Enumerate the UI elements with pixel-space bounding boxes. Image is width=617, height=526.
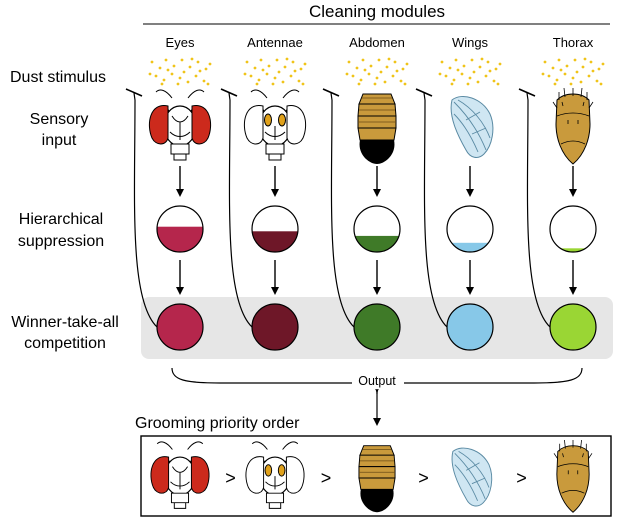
suppression-circle-thorax bbox=[549, 205, 597, 253]
row-label-suppression-line-2: suppression bbox=[18, 233, 104, 250]
diagram-title: Cleaning modules bbox=[309, 2, 445, 21]
inhibition-bar-wings bbox=[415, 88, 433, 97]
suppression-circle-wings bbox=[446, 205, 494, 253]
competition-circle-thorax bbox=[549, 303, 597, 351]
dust-stimulus-wings bbox=[438, 57, 502, 86]
inhibition-line-thorax bbox=[526, 92, 551, 328]
module-column-eyes: Eyes bbox=[125, 35, 212, 351]
priority-separator: > bbox=[516, 468, 527, 488]
suppression-circle-eyes bbox=[156, 205, 204, 253]
module-column-thorax: Thorax bbox=[518, 35, 605, 351]
inhibition-bar-thorax bbox=[518, 88, 536, 97]
module-column-abdomen: Abdomen bbox=[322, 35, 409, 351]
fly-abdomen-icon bbox=[358, 445, 396, 513]
suppression-fill-thorax bbox=[550, 248, 596, 252]
row-label-suppression-line-1: Hierarchical bbox=[19, 211, 103, 228]
competition-circle-antennae bbox=[251, 303, 299, 351]
dust-stimulus-abdomen bbox=[345, 57, 409, 86]
module-column-wings: Wings bbox=[415, 35, 502, 351]
row-label-competition-line-2: competition bbox=[24, 335, 106, 352]
module-label-wings: Wings bbox=[452, 35, 489, 50]
module-label-abdomen: Abdomen bbox=[349, 35, 405, 50]
fly-abdomen-icon bbox=[357, 93, 397, 165]
row-label-sensory-line-1: Sensory bbox=[30, 111, 89, 128]
module-columns: Eyes Antennae Abdomen Wings Thorax bbox=[125, 35, 605, 351]
fly-wing-icon bbox=[450, 95, 494, 158]
competition-circle-abdomen bbox=[353, 303, 401, 351]
row-label-competition-line-1: Winner-take-all bbox=[11, 314, 119, 331]
module-label-antennae: Antennae bbox=[247, 35, 303, 50]
row-label-sensory-line-2: input bbox=[42, 132, 77, 149]
inhibition-bar-eyes bbox=[125, 88, 143, 97]
priority-separator: > bbox=[225, 468, 236, 488]
inhibition-line-abdomen bbox=[330, 92, 355, 328]
output-label: Output bbox=[358, 374, 396, 388]
dust-stimulus-antennae bbox=[243, 57, 307, 86]
fly-head-red-eyes-icon bbox=[148, 89, 212, 161]
inhibition-bar-abdomen bbox=[322, 88, 340, 97]
competition-circle-wings bbox=[446, 303, 494, 351]
priority-title: Grooming priority order bbox=[135, 415, 300, 432]
dust-stimulus-eyes bbox=[148, 57, 212, 86]
suppression-fill-eyes bbox=[157, 226, 203, 252]
inhibition-line-wings bbox=[423, 92, 448, 328]
priority-order-row: > > > > bbox=[150, 439, 593, 513]
module-label-eyes: Eyes bbox=[166, 35, 195, 50]
priority-separator: > bbox=[321, 468, 332, 488]
module-label-thorax: Thorax bbox=[553, 35, 594, 50]
row-label-dust-stimulus: Dust stimulus bbox=[10, 69, 106, 86]
suppression-circle-antennae bbox=[251, 205, 299, 253]
inhibition-line-eyes bbox=[133, 92, 158, 328]
inhibition-bar-antennae bbox=[220, 88, 238, 97]
fly-thorax-icon bbox=[552, 87, 594, 165]
inhibition-line-antennae bbox=[228, 92, 253, 328]
dust-stimulus-thorax bbox=[541, 57, 605, 86]
suppression-fill-wings bbox=[447, 242, 493, 252]
suppression-fill-antennae bbox=[252, 231, 298, 252]
suppression-fill-abdomen bbox=[354, 235, 400, 252]
priority-separator: > bbox=[418, 468, 429, 488]
competition-circle-eyes bbox=[156, 303, 204, 351]
fly-head-antennae-icon bbox=[243, 89, 307, 161]
module-column-antennae: Antennae bbox=[220, 35, 307, 351]
suppression-circle-abdomen bbox=[353, 205, 401, 253]
